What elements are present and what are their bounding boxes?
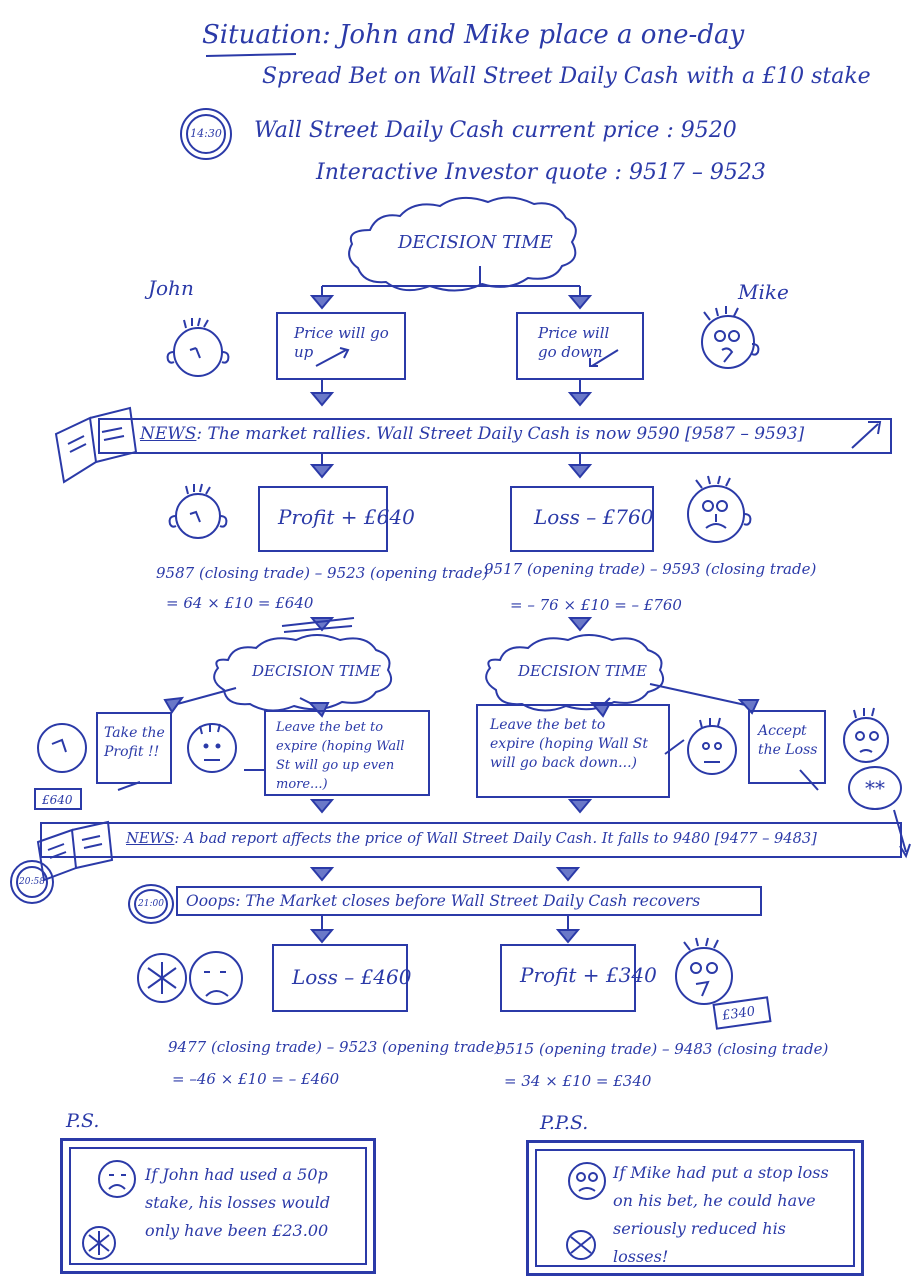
john-choice-box: Price will go up — [276, 312, 406, 380]
oops-banner: Ooops: The Market closes before Wall Str… — [176, 886, 762, 916]
mike-calc2-line1: 9515 (opening trade) – 9483 (closing tra… — [496, 1040, 829, 1058]
ps-label: P.S. — [66, 1110, 100, 1132]
john-loss-text: Loss – £460 — [292, 965, 412, 989]
take-profit-box: Take the Profit !! — [96, 712, 172, 784]
ps-inner-box — [69, 1147, 367, 1265]
take-profit-tag: £640 — [34, 788, 82, 810]
asterisk-badge-icon — [82, 1226, 116, 1260]
ps-box: If John had used a 50p stake, his losses… — [60, 1138, 376, 1274]
decision-cloud-left — [213, 634, 392, 712]
news1-label: NEWS — [140, 424, 197, 444]
pps-text: If Mike had put a stop loss on his bet, … — [613, 1163, 829, 1266]
news1-text-wrap: NEWS: The market rallies. Wall Street Da… — [140, 424, 804, 444]
decision-time-2-right: DECISION TIME — [518, 662, 648, 680]
news-banner-1: NEWS: The market rallies. Wall Street Da… — [98, 418, 892, 454]
time-badge-1430-label: 14:30 — [186, 114, 226, 154]
time-badge-2058: 20:58 — [10, 860, 54, 904]
mike-leave-text: Leave the bet to expire (hoping Wall St … — [490, 717, 648, 771]
john-face-icon — [166, 317, 230, 377]
news-banner-2: NEWS: A bad report affects the price of … — [40, 822, 902, 858]
john-happy-face-icon — [168, 483, 228, 539]
mike-choice-text: Price will go down — [538, 324, 610, 361]
john-leave-text: Leave the bet to expire (hoping Wall St … — [276, 720, 405, 792]
mike-calc1-line1: 9517 (opening trade) – 9593 (closing tra… — [484, 560, 817, 578]
mike-loss-box: Loss – £760 — [510, 486, 654, 552]
news1-text: : The market rallies. Wall Street Daily … — [196, 424, 805, 444]
mike-choice-box: Price will go down — [516, 312, 644, 380]
mike-happy-face-icon — [675, 937, 733, 1005]
john-calc1-line1: 9587 (closing trade) – 9523 (opening tra… — [156, 564, 489, 582]
time-badge-2100: 21:00 — [128, 884, 174, 924]
john-ps-face-icon — [98, 1160, 136, 1198]
john-neutral-face-icon — [187, 723, 237, 773]
starburst-badge-icon — [566, 1230, 596, 1260]
john-laugh-face-icon — [37, 723, 87, 773]
decision-time-2-left: DECISION TIME — [252, 662, 382, 680]
situation-heading: Situation: John and Mike place a one-day — [202, 20, 744, 50]
john-loss-box: Loss – £460 — [272, 944, 412, 1012]
mike-worried-face-icon — [843, 707, 889, 763]
mike-name: Mike — [738, 280, 789, 304]
time-badge-1430: 14:30 — [180, 108, 232, 160]
situation-underline — [205, 53, 297, 57]
john-calc2-line1: 9477 (closing trade) – 9523 (opening tra… — [168, 1038, 501, 1056]
accept-loss-box: Accept the Loss — [748, 710, 826, 784]
situation-line1: : John and Mike place a one-day — [321, 20, 745, 50]
john-calc2-line2: = –46 × £10 = – £460 — [172, 1070, 340, 1088]
mike-profit-box: Profit + £340 — [500, 944, 657, 1012]
mike-loss-text: Loss – £760 — [534, 505, 654, 529]
mike-leave-box: Leave the bet to expire (hoping Wall St … — [476, 704, 670, 798]
john-name: John — [148, 276, 194, 300]
decision-cloud-1 — [348, 196, 577, 292]
mike-profit-text: Profit + £340 — [520, 963, 657, 987]
john-profit-text: Profit + £640 — [278, 505, 415, 529]
john-profit-box: Profit + £640 — [258, 486, 415, 552]
john-calc1-line2: = 64 × £10 = £640 — [166, 594, 314, 612]
situation-line2: Spread Bet on Wall Street Daily Cash wit… — [262, 64, 871, 89]
mike-profit-tag-text: £340 — [721, 1004, 757, 1024]
pps-inner-box — [535, 1149, 855, 1267]
decision-time-1: DECISION TIME — [398, 232, 553, 253]
price-line: Wall Street Daily Cash current price : 9… — [254, 118, 737, 143]
accept-loss-text: Accept the Loss — [758, 723, 818, 758]
mike-pps-face-icon — [568, 1162, 606, 1200]
john-loss-face-icon — [137, 951, 243, 1005]
newspaper-icon-1 — [54, 406, 138, 484]
news2-text: : A bad report affects the price of Wall… — [174, 830, 817, 847]
john-leave-box: Leave the bet to expire (hoping Wall St … — [264, 710, 430, 796]
pps-label: P.P.S. — [540, 1112, 589, 1134]
take-profit-tag-text: £640 — [42, 793, 73, 807]
time-badge-2100-label: 21:00 — [134, 889, 168, 919]
mike-face-icon — [701, 306, 760, 369]
news2-text-wrap: NEWS: A bad report affects the price of … — [126, 830, 817, 847]
quote-line: Interactive Investor quote : 9517 – 9523 — [316, 160, 766, 185]
pps-box: If Mike had put a stop loss on his bet, … — [526, 1140, 864, 1276]
mike-calc1-line2: = – 76 × £10 = – £760 — [510, 596, 682, 614]
news2-label: NEWS — [126, 830, 175, 847]
john-choice-text: Price will go up — [294, 324, 389, 361]
oops-text: Ooops: The Market closes before Wall Str… — [186, 892, 701, 910]
mike-neutral-face-icon — [687, 717, 737, 775]
time-badge-2058-label: 20:58 — [16, 866, 48, 898]
take-profit-text: Take the Profit !! — [104, 725, 165, 760]
mike-calc2-line2: = 34 × £10 = £340 — [504, 1072, 652, 1090]
accept-loss-tag: ** — [848, 766, 902, 810]
mike-sad-face-icon — [687, 475, 752, 543]
situation-label: Situation — [202, 20, 322, 50]
ps-text: If John had used a 50p stake, his losses… — [145, 1165, 331, 1240]
decision-cloud-right — [485, 634, 664, 712]
